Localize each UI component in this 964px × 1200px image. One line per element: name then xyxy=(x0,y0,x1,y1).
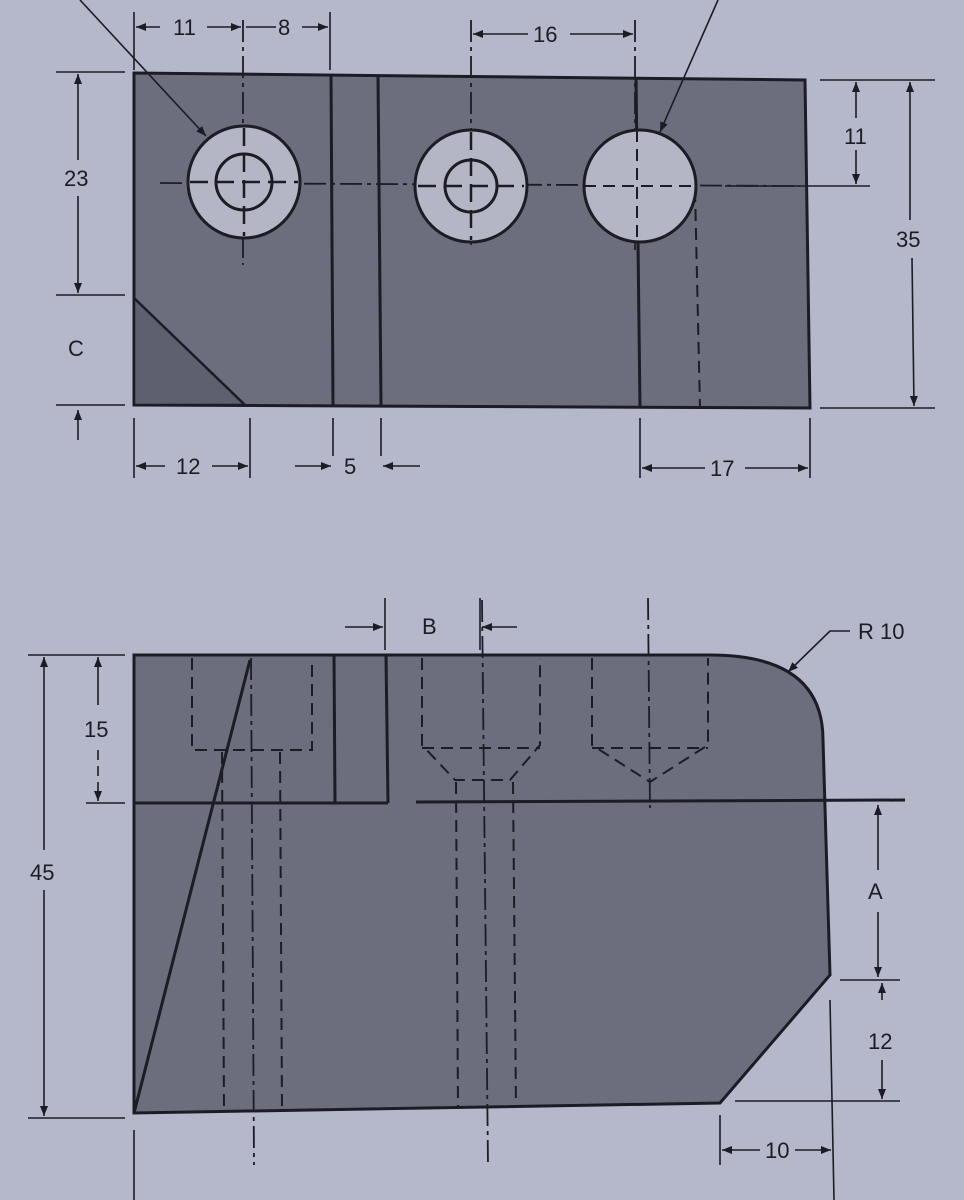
dim-11-right: 11 xyxy=(844,124,867,149)
dim-label-b: B xyxy=(422,614,437,639)
dim-r10: R 10 xyxy=(858,619,904,644)
dim-15: 15 xyxy=(84,717,108,742)
dim-12-top: 12 xyxy=(176,454,200,479)
dim-11-top: 11 xyxy=(173,15,196,40)
dim-8: 8 xyxy=(278,15,290,40)
top-view: 11 8 16 23 C 11 35 12 5 17 xyxy=(56,0,935,481)
front-view-outline xyxy=(132,653,832,1115)
dim-16: 16 xyxy=(533,22,557,47)
chamfer-c xyxy=(132,295,249,407)
dim-17: 17 xyxy=(710,456,734,481)
dim-label-c: C xyxy=(68,336,84,361)
dim-23: 23 xyxy=(64,166,88,191)
dim-45: 45 xyxy=(30,860,54,885)
dim-12-front: 12 xyxy=(868,1029,892,1054)
dim-10: 10 xyxy=(765,1138,789,1163)
dim-label-a: A xyxy=(868,879,883,904)
dim-5: 5 xyxy=(344,454,356,479)
dim-35: 35 xyxy=(896,227,920,252)
front-view: B R 10 15 45 A 12 10 xyxy=(28,597,906,1200)
